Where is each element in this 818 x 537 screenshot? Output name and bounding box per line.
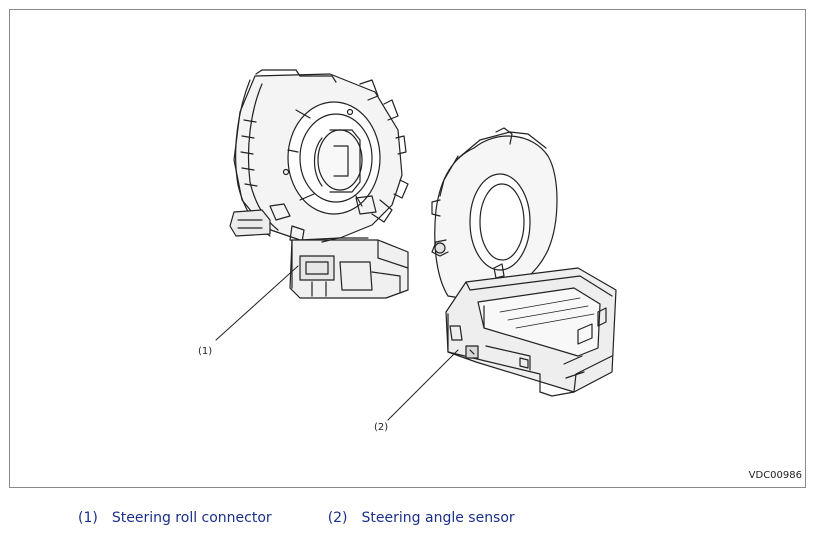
steering-angle-sensor-drawing: [431, 127, 617, 397]
legend-item-steering-roll-connector: (1) Steering roll connector: [78, 510, 272, 526]
legend-number: (2): [327, 510, 348, 526]
callout-label-1: (1): [198, 346, 212, 357]
legend-number: (1): [78, 510, 98, 526]
figure-id-code: VDC00986: [748, 470, 802, 481]
legend-label: Steering angle sensor: [361, 510, 515, 526]
legend-item-steering-angle-sensor: (2) Steering angle sensor: [328, 510, 515, 526]
legend-label: Steering roll connector: [111, 510, 272, 526]
parts-legend: (1) Steering roll connector (2) Steering…: [78, 510, 515, 526]
leader-line-2: [387, 349, 459, 421]
callout-label-2: (2): [374, 422, 388, 433]
figure-frame: [9, 9, 806, 488]
steering-roll-connector-drawing: [229, 69, 409, 299]
leader-line-1: [215, 265, 299, 341]
